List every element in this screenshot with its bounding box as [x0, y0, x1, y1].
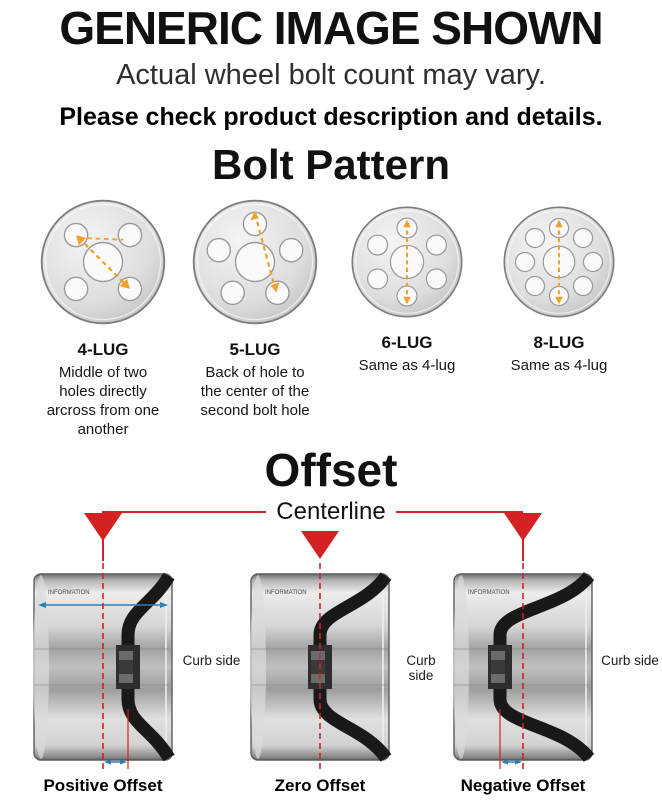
lug-label-8: 8-LUG [533, 332, 585, 352]
centerline-drop-line [102, 539, 104, 562]
lug-label-6: 6-LUG [381, 332, 433, 352]
offset-distance-arrow [501, 759, 522, 765]
curb-side-label: Curb side [182, 653, 241, 669]
rim-stamp-text: INFORMATION [468, 590, 510, 596]
centerline-marker-icon [504, 513, 542, 542]
zero-offset-label: Zero Offset [274, 776, 366, 796]
curb-side-label: Curb side [406, 653, 436, 684]
bolt-holes [63, 222, 143, 301]
8-lug-wheel-diagram [503, 206, 615, 318]
lug-label-5: 5-LUG [229, 339, 281, 359]
zero-offset-wheel-diagram: INFORMATION [250, 563, 392, 772]
rim-inner-face [250, 575, 266, 760]
lug-column-8: 8-LUG Same as 4-lug [483, 197, 635, 375]
bolt-holes [514, 217, 604, 306]
negative-offset-label: Negative Offset [460, 776, 586, 796]
bolt-pattern-row: 4-LUG Middle of two holes directly arcro… [0, 197, 662, 440]
negative-offset-wheel-diagram: INFORMATION [453, 563, 595, 772]
bolt-holes [367, 217, 447, 307]
bolt-pattern-title: Bolt Pattern [211, 140, 450, 188]
centerline-label: Centerline [266, 498, 396, 526]
measure-line [76, 234, 130, 289]
subtitle: Actual wheel bolt count may vary. [116, 58, 546, 91]
positive-offset-label: Positive Offset [43, 776, 163, 796]
lug-desc-6: Same as 4-lug [358, 356, 456, 374]
center-bore [234, 241, 276, 282]
wheel-face-highlight [44, 203, 162, 320]
lug-desc-5: Back of hole to the center of the second… [200, 363, 310, 420]
lug-column-5: 5-LUG Back of hole to the center of the … [179, 197, 331, 421]
measure-line [555, 219, 563, 304]
positive-offset-wheel-diagram: INFORMATION [33, 563, 175, 772]
offset-diagram: Centerline INFORMATION [0, 497, 662, 799]
lug-label-4: 4-LUG [77, 339, 129, 359]
centerline-drop-line [522, 539, 524, 562]
6-lug-wheel-diagram [351, 206, 463, 318]
4-lug-wheel-diagram [40, 199, 166, 324]
lug-column-4: 4-LUG Middle of two holes directly arcro… [27, 197, 179, 440]
measure-line [250, 210, 280, 293]
centerline-label-wrap: Centerline [0, 498, 662, 526]
offset-title: Offset [264, 444, 398, 497]
lug-column-6: 6-LUG Same as 4-lug [331, 197, 483, 375]
note-text: Please check product description and det… [59, 102, 603, 131]
rim-inner-face [33, 575, 49, 760]
wheel-face-highlight [196, 203, 314, 320]
bolt-holes [206, 211, 304, 305]
rim-stamp-text: INFORMATION [48, 590, 90, 596]
rim-inner-face [453, 575, 469, 760]
lug-desc-4: Middle of two holes directly arcross fro… [46, 363, 160, 439]
offset-distance-arrow [104, 759, 127, 765]
rim-stamp-text: INFORMATION [265, 590, 307, 596]
lug-desc-8: Same as 4-lug [510, 356, 608, 374]
5-lug-wheel-diagram [192, 199, 318, 324]
curb-side-label: Curb side [601, 653, 659, 669]
page-title: GENERIC IMAGE SHOWN [59, 2, 603, 54]
centerline-marker-icon [84, 513, 122, 542]
centerline-marker-icon [301, 531, 339, 560]
measure-line [403, 219, 411, 304]
wheel-face-highlight [507, 209, 611, 314]
wheel-face-highlight [355, 209, 459, 314]
